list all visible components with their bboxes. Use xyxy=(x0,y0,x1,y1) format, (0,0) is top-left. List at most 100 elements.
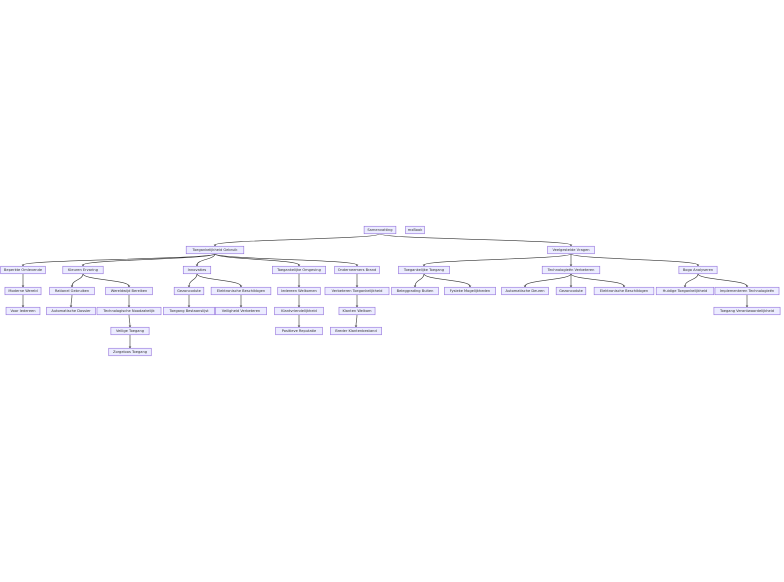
arrowhead xyxy=(745,285,749,288)
node-c1b: Kleuren Ervaring xyxy=(62,265,104,275)
node-c1a1: Moderne Wereld xyxy=(4,286,42,296)
arrowhead xyxy=(745,305,749,308)
node-label: Verbeteren Toegankelijkheid xyxy=(332,289,383,293)
node-box xyxy=(96,306,162,316)
node-c2a1: Beleggrading Buiten xyxy=(391,286,439,296)
edge-c2b-c2b3 xyxy=(570,273,625,287)
arrowhead xyxy=(195,264,199,267)
node-box xyxy=(210,286,272,296)
node-label: Toegang Verantwoordelijkheid xyxy=(719,309,774,313)
arrowhead xyxy=(569,285,573,288)
node-box xyxy=(0,265,46,275)
arrowhead xyxy=(128,325,132,328)
edge-cat1-c1f xyxy=(214,253,300,266)
node-label: Elektronische Beschikbgen xyxy=(600,289,648,293)
arrowhead xyxy=(413,285,417,288)
arrowhead xyxy=(297,285,301,288)
node-box xyxy=(338,306,376,316)
arrowhead xyxy=(683,285,687,288)
node-box xyxy=(49,286,95,296)
arrowhead xyxy=(127,305,131,308)
node-label: Moderne Wereld xyxy=(8,289,37,293)
node-c1c1: Technologische Noodzakelijk xyxy=(96,306,162,316)
edge-c2a-c2a1 xyxy=(414,273,425,287)
node-box xyxy=(444,286,496,296)
node-c2c2: Implementeren Technologieën xyxy=(714,286,780,296)
node-c2b3: Elektronische Beschikbgen xyxy=(593,286,655,296)
arrowhead xyxy=(468,285,472,288)
node-c2b1: Automatische Deuren xyxy=(501,286,549,296)
edge-c1b-c1b1 xyxy=(71,273,84,287)
node-c2c3: Toegang Verantwoordelijkheid xyxy=(713,306,781,316)
node-box xyxy=(593,286,655,296)
node-c1c: Wereldwijd Bereiken xyxy=(105,286,153,296)
node-label: Samenvatting xyxy=(367,228,392,232)
node-c1f: Toegankelijke Omgeving xyxy=(272,265,326,275)
node-mermaid: mxBook xyxy=(405,225,425,235)
edge-cat2-c2a xyxy=(423,253,572,266)
arrowhead xyxy=(422,264,426,267)
node-box xyxy=(714,286,780,296)
node-label: Automatische Dossier xyxy=(51,309,91,313)
arrowhead xyxy=(239,285,243,288)
node-c1e: Elektronische Beschikbgen xyxy=(210,286,272,296)
node-box xyxy=(215,306,267,316)
edge-cat1-c1d xyxy=(196,253,216,266)
node-c2a2: Fysieke Mogelijkheden xyxy=(444,286,496,296)
node-c1d1: Gezoncodute xyxy=(173,286,205,296)
arrowhead xyxy=(355,264,359,267)
node-box xyxy=(4,286,42,296)
node-cat1: Toegankelijkheid Gebruik xyxy=(185,245,245,255)
node-c1a: Beperkte Omlevende xyxy=(0,265,46,275)
node-box xyxy=(182,265,212,275)
node-label: Technologische Noodzakelijk xyxy=(102,309,155,313)
node-label: Veelgestelde Vragen xyxy=(552,248,589,252)
arrowhead xyxy=(21,285,25,288)
edge-cat1-c1g xyxy=(214,253,358,266)
node-label: Onderneemers Brand xyxy=(338,268,377,272)
arrowhead xyxy=(128,346,132,349)
node-label: Toegankelijke Toegang xyxy=(403,268,444,272)
arrowhead xyxy=(354,325,358,328)
node-label: Veiligheid Verbeteren xyxy=(222,309,260,313)
edge-cat2-c2c xyxy=(570,253,699,266)
arrowhead xyxy=(569,264,573,267)
node-label: Rationel Gebruiken xyxy=(55,289,89,293)
node-c1g: Onderneemers Brand xyxy=(334,265,380,275)
node-box xyxy=(363,225,397,235)
node-c1c2: Veilige Toegang xyxy=(110,326,150,336)
node-box xyxy=(655,286,715,296)
node-box xyxy=(275,326,323,336)
node-c2a: Toegankelijke Toegang xyxy=(398,265,450,275)
node-label: Wereldwijd Bereiken xyxy=(111,289,148,293)
arrowhead xyxy=(21,264,25,267)
node-c1d: Innovaties xyxy=(182,265,212,275)
arrowhead xyxy=(297,305,301,308)
arrowhead xyxy=(696,264,700,267)
arrowhead xyxy=(69,305,73,308)
edge-root-cat1 xyxy=(214,233,381,246)
node-label: Gezoncodute xyxy=(177,289,202,293)
node-box xyxy=(62,265,104,275)
node-label: Bogo Analyseren xyxy=(683,268,713,272)
arrowhead xyxy=(297,264,301,267)
edge-root-cat2 xyxy=(379,233,572,246)
node-label: Gezoncodute xyxy=(559,289,584,293)
node-box xyxy=(678,265,718,275)
node-c1c3: Zorgeloos Toegang xyxy=(108,347,152,357)
node-box xyxy=(555,286,587,296)
node-box xyxy=(46,306,96,316)
edge-c1c1-c1c2 xyxy=(128,314,131,327)
node-label: Implementeren Technologieën xyxy=(720,289,774,293)
node-label: Veilige Toegang xyxy=(116,329,144,333)
node-label: mxBook xyxy=(408,228,423,232)
node-c2c: Bogo Analyseren xyxy=(678,265,718,275)
node-label: Beleggrading Buiten xyxy=(397,289,434,293)
arrowhead xyxy=(213,244,217,247)
node-label: Beperkte Omlevende xyxy=(4,268,43,272)
node-label: Breder Klantenbestand xyxy=(335,329,376,333)
edge-cat1-c1a xyxy=(22,253,216,266)
node-c2b2: Gezoncodute xyxy=(555,286,587,296)
node-c1e1: Veiligheid Verbeteren xyxy=(215,306,267,316)
